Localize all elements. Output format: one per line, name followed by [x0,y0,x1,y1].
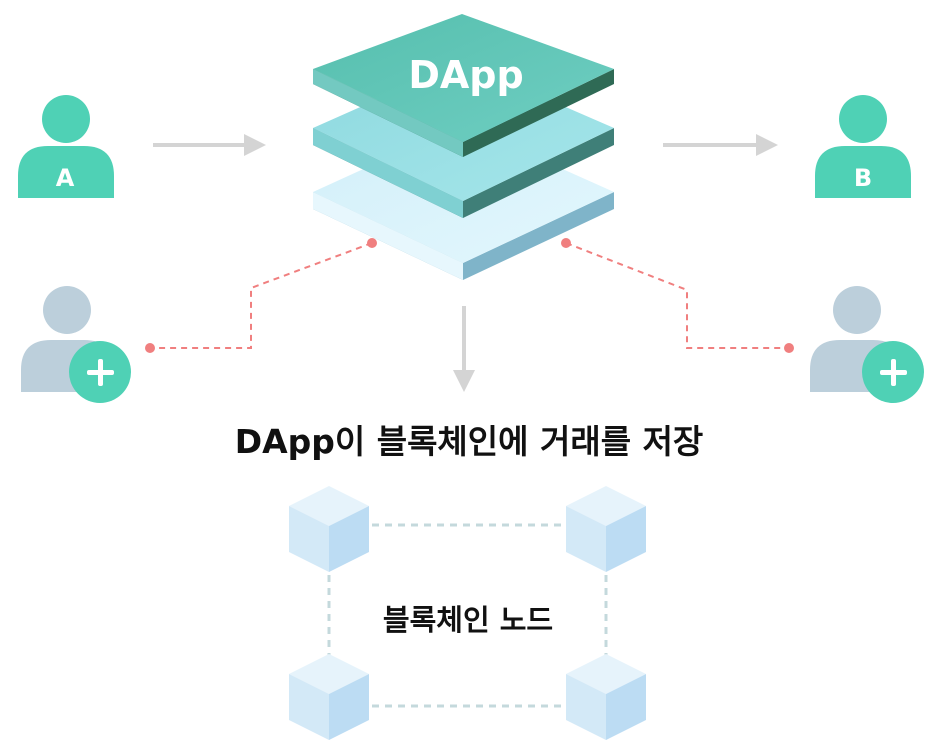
node-cube-bottom-right [566,654,646,740]
main-caption: DApp이 블록체인에 거래를 저장 [235,422,704,461]
user-a-icon: A [18,95,114,198]
connector-left [145,238,377,353]
blockchain-node-network: 블록체인 노드 [289,486,646,740]
arrow-a-to-dapp [153,134,266,156]
blockchain-node-label: 블록체인 노드 [383,603,553,637]
add-user-left-icon [21,286,131,403]
add-user-right-icon [810,286,924,403]
dapp-label: DApp [408,53,523,97]
arrow-dapp-to-b [663,134,778,156]
node-links [327,523,608,708]
dapp-layer-stack: DApp [313,14,614,280]
connector-right [561,238,794,353]
node-cube-top-right [566,486,646,572]
node-cube-top-left [289,486,369,572]
flow-arrows [153,134,778,392]
user-b-label: B [854,164,872,192]
arrow-dapp-to-blockchain [453,306,475,392]
node-cube-bottom-left [289,654,369,740]
dapp-layer-top: DApp [313,14,614,157]
user-a-label: A [56,164,75,192]
user-b-icon: B [815,95,911,198]
